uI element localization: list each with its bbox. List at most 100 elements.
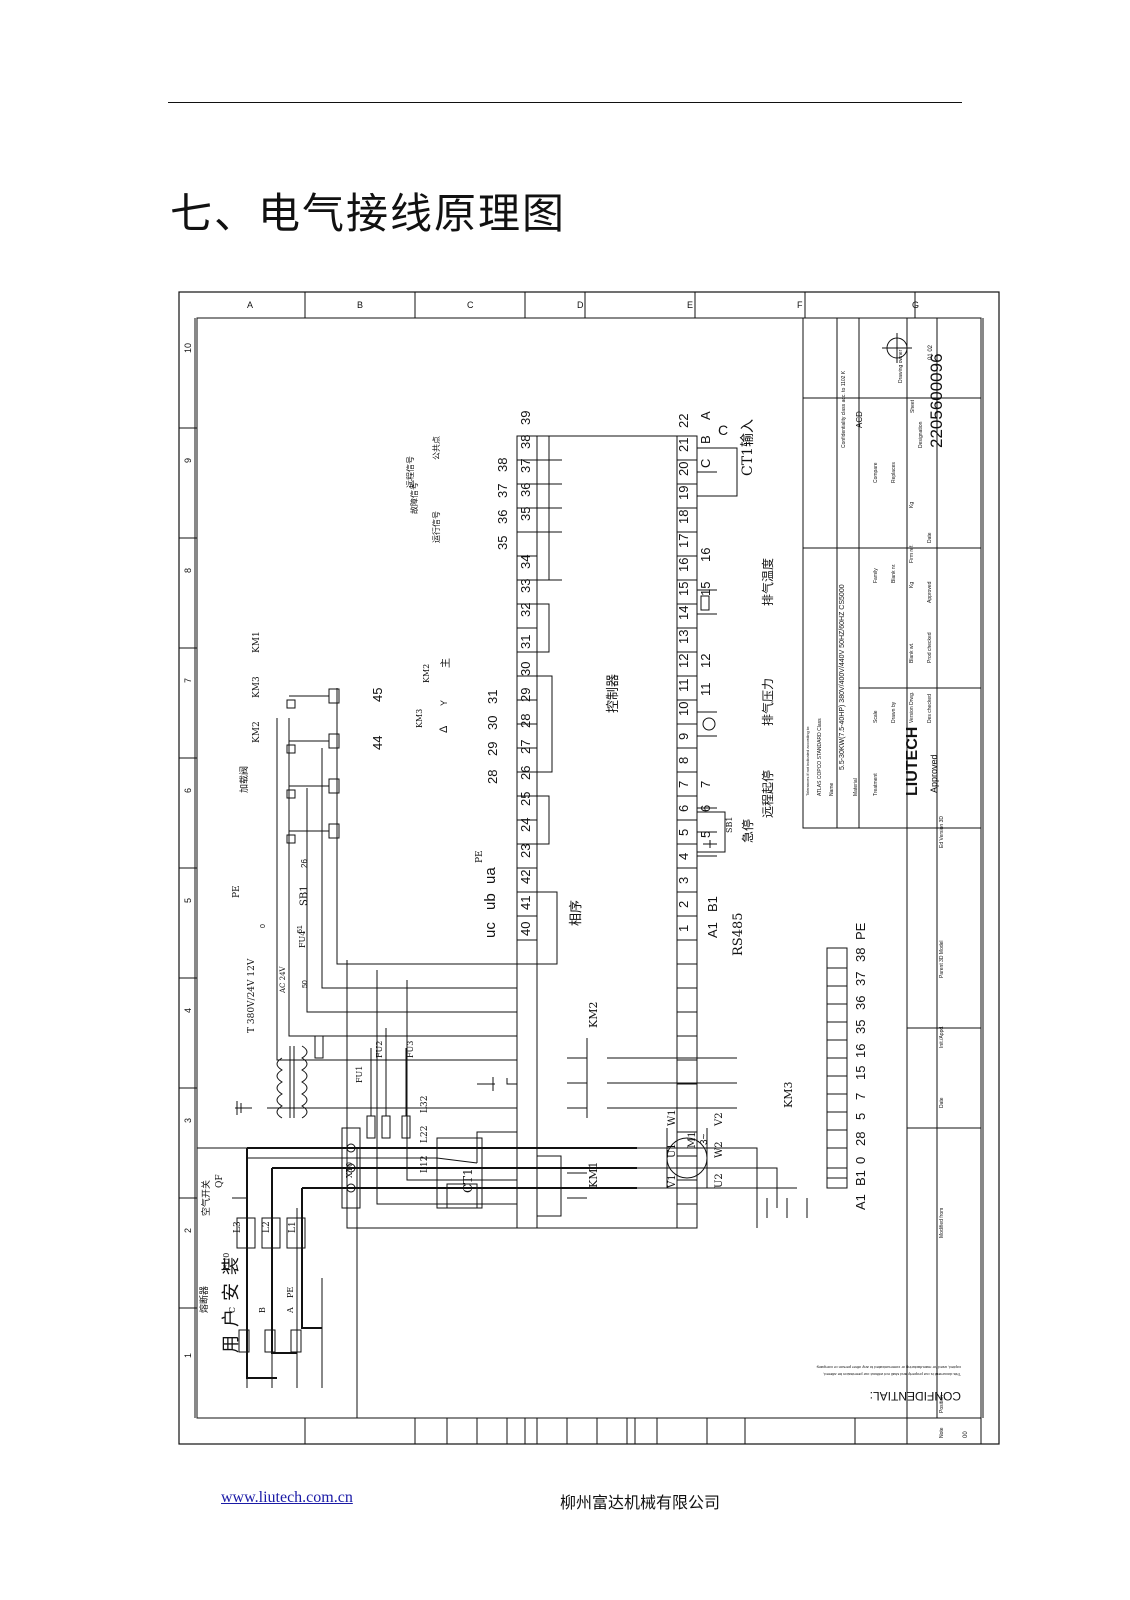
tb-firm-ref: Firm ref.: [909, 544, 915, 563]
w1-label: W1: [667, 1109, 678, 1126]
fu3-label: FU3: [406, 1041, 415, 1058]
bottom-terminal-15: 15: [676, 582, 691, 596]
col-letter-d: D: [577, 300, 584, 310]
bottom-terminal-7: 7: [676, 781, 691, 788]
title-block: [802, 317, 982, 1445]
top-terminal-31: 31: [518, 635, 533, 649]
fu2-label: FU2: [375, 1041, 384, 1058]
bottom-terminal-21: 21: [676, 438, 691, 452]
row-number-1: 1: [183, 1353, 193, 1358]
tb-init-appd: Init./Appd.: [939, 1025, 945, 1048]
wire-51-label: 51: [297, 925, 304, 933]
user-install-zone: [196, 1147, 358, 1419]
bottom-terminal-19: 19: [676, 486, 691, 500]
col-letter-b: B: [357, 300, 363, 310]
strip-36: 36: [853, 996, 868, 1010]
bottom-terminal-18: 18: [676, 510, 691, 524]
top-terminal-30: 30: [518, 662, 533, 676]
km2-interlock-label: KM2: [422, 664, 431, 683]
tb-version-drwg: Version Drwg.: [909, 692, 915, 723]
tb-kg-1: Kg: [909, 582, 915, 588]
coil-km3: [289, 733, 340, 749]
fu4-label: FU4: [298, 931, 307, 948]
col-letter-g: G: [912, 300, 919, 310]
coil-km1: [289, 688, 340, 704]
tb-replaces: Replaces: [891, 462, 897, 483]
switch-7: 7: [698, 781, 713, 788]
row-number-10: 10: [183, 343, 193, 353]
footer-website-link[interactable]: www.liutech.com.cn: [221, 1489, 353, 1506]
top-terminal-27: 27: [518, 740, 533, 754]
row-number-8: 8: [183, 568, 193, 573]
title-block-text: Tolerances if not indicated according to…: [805, 344, 969, 1438]
tb-status: Approved: [929, 754, 939, 793]
top-terminal-25: 25: [518, 792, 533, 806]
top-terminal-26: 26: [518, 766, 533, 780]
bottom-terminal-20: 20: [676, 462, 691, 476]
ct1-input-label: CT1输入: [740, 419, 756, 476]
tb-company-logo: LIUTECH: [904, 727, 921, 796]
bottom-terminal-22: 22: [676, 414, 691, 428]
bottom-terminal-1: 1: [676, 925, 691, 932]
row-number-3: 3: [183, 1118, 193, 1123]
strip-38: 38: [853, 948, 868, 962]
tb-rev: 00: [963, 1431, 969, 1438]
km1-main-label: KM1: [587, 1162, 600, 1188]
header-rule: [168, 102, 962, 103]
motor-m1: [666, 1128, 708, 1188]
a1-label: A1: [705, 922, 720, 938]
km2-coil-label: KM2: [252, 721, 262, 743]
sb1-estop-label: SB1: [725, 817, 734, 833]
u1-label: U1: [667, 1143, 678, 1158]
phase-seq-block: [537, 1155, 562, 1217]
col-letter-f: F: [797, 300, 803, 310]
top-terminal-23: 23: [518, 844, 533, 858]
exhaust-temp-label: 排气温度: [760, 558, 775, 606]
tb-blank-wt: Blank wt.: [909, 643, 915, 663]
top-terminal-33: 33: [518, 579, 533, 593]
main-power-lines: [246, 1147, 637, 1379]
b1-label: B1: [705, 896, 720, 912]
tb-tolerance: Tolerances if not indicated according to…: [805, 726, 810, 796]
u2-label: U2: [714, 1173, 725, 1188]
bottom-terminal-9: 9: [676, 733, 691, 740]
tb-approved-label: Approved: [927, 581, 933, 603]
bottom-terminal-11: 11: [676, 679, 691, 693]
strip-7: 7: [853, 1093, 868, 1100]
row-number-2: 2: [183, 1228, 193, 1233]
v2-label: V2: [714, 1112, 725, 1127]
tb-treatment: Treatment: [873, 773, 879, 796]
wire-28-label: 28: [485, 770, 500, 784]
pe-ground-left: [235, 1101, 252, 1115]
exhaust-temp-sensor: [697, 589, 717, 615]
wire-0-label: 0: [260, 924, 267, 928]
l1-label: L1: [288, 1221, 298, 1233]
col-letter-a: A: [247, 300, 253, 310]
row-number-9: 9: [183, 458, 193, 463]
fuses-fu1-fu3: [366, 1028, 411, 1139]
schematic-drawing: A B C D E F G 10 9 8 7 6 5 4 3 2 1: [178, 291, 1000, 1445]
pe-user-label: PE: [286, 1287, 295, 1298]
tb-standard: ATLAS COPCO STANDARD Class: [817, 718, 823, 796]
km3-coil-label: KM3: [252, 676, 262, 698]
phase-a-label: A: [286, 1307, 295, 1314]
breaker-qf: [236, 1208, 306, 1268]
w2-label: W2: [714, 1141, 725, 1158]
ac24v-label: AC 24V: [279, 965, 287, 994]
tb-blank-nr: Blank nr.: [891, 564, 897, 583]
top-terminal-38: 38: [518, 435, 533, 449]
switch-5: 5: [698, 831, 713, 838]
bottom-terminal-17: 17: [676, 534, 691, 548]
l12-label: L12: [420, 1156, 430, 1173]
bottom-terminal-8: 8: [676, 757, 691, 764]
bottom-terminal-13: 13: [676, 630, 691, 644]
tb-confidentiality: Confidentiality class acc. to 1102 K: [841, 370, 847, 448]
top-terminal-42: 42: [518, 870, 533, 884]
contactor-km2: [567, 1057, 587, 1109]
revision-grid: [446, 1417, 708, 1445]
tb-name-label: Name: [829, 782, 835, 796]
pe-left-label: PE: [232, 885, 242, 898]
row-number-7: 7: [183, 678, 193, 683]
tb-scale: Scale: [873, 710, 879, 723]
bottom-terminal-5: 5: [676, 829, 691, 836]
